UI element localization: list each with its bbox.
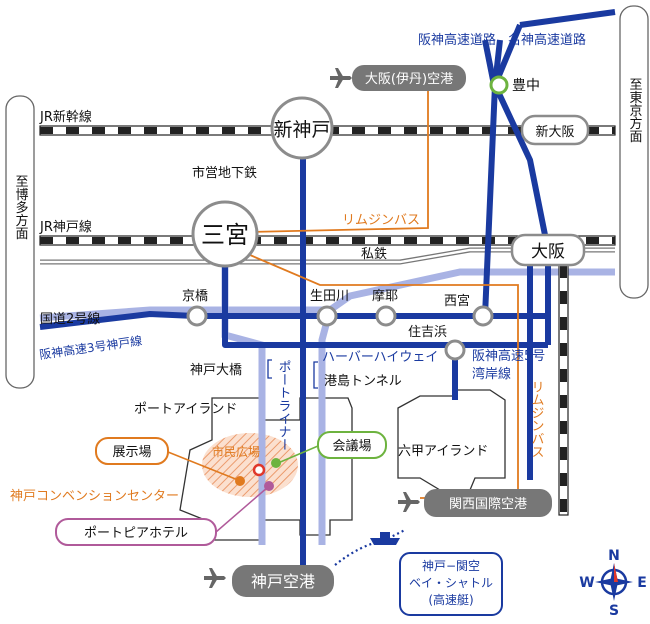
station-shin-kobe[interactable]: 新神戸 [270, 96, 334, 160]
bridge-brackets [267, 359, 318, 389]
station-toyonaka-label: 豊中 [512, 78, 540, 94]
to-hakata-box: 至博多方面 [5, 95, 35, 389]
airport-kobe[interactable]: 神戸空港 [232, 565, 334, 597]
compass-w: W [579, 575, 594, 591]
station-sumiyoshihama-label: 住吉浜 [408, 325, 447, 340]
hotel-callout[interactable]: ポートピアホテル [55, 481, 274, 546]
osaka-rail [558, 264, 569, 516]
station-nishinomiya-label: 西宮 [444, 293, 470, 309]
wangan-label: 湾岸線 [472, 366, 511, 382]
to-tokyo-label: 至東京方面 [627, 78, 643, 143]
station-maya-label: 摩耶 [372, 288, 398, 304]
station-shin-kobe-label: 新神戸 [273, 119, 330, 141]
station-sannomiya-label: 三宮 [201, 221, 249, 249]
station-osaka-label: 大阪 [531, 242, 565, 262]
compass-e: E [637, 575, 647, 591]
private-railway-label: 私鉄 [361, 247, 387, 262]
station-sannomiya[interactable]: 三宮 [191, 200, 259, 268]
airport-kansai[interactable]: 関西国際空港 [424, 489, 552, 517]
hanshin3-label: 阪神高速3号神戸線 [38, 333, 143, 362]
hanshin5-label: 阪神高速5号 [472, 348, 545, 364]
conference-callout[interactable]: 会議場 [271, 431, 387, 468]
ship-icon [370, 532, 400, 545]
bay-shuttle-line3: (高速艇) [428, 592, 473, 607]
kobe-ohashi-label: 神戸大橋 [190, 363, 242, 378]
port-island-label: ポートアイランド [134, 402, 237, 417]
hanshin-expressway-label: 阪神高速道路 [418, 32, 496, 48]
civic-plaza-label: 市民広場 [212, 444, 260, 459]
hotel-label: ポートピアホテル [84, 526, 188, 541]
bay-shuttle-line2: ベイ・シャトル [409, 576, 493, 590]
minatojima-tunnel-label: 港島トンネル [324, 374, 402, 389]
bay-shuttle-route [334, 529, 406, 566]
station-nodes [186, 305, 494, 361]
jr-shinkansen-label: JR新幹線 [39, 109, 92, 125]
station-shin-osaka-label: 新大阪 [535, 124, 574, 140]
convention-center-label: 神戸コンベンションセンター [10, 489, 179, 504]
port-liner-label: ポートライナー [276, 360, 291, 451]
exhibition-callout[interactable]: 展示場 [95, 437, 245, 486]
civic-plaza-marker [252, 463, 266, 477]
harbor-highway-label: ハーバーハイウェイ [322, 350, 438, 365]
rokko-island-label: 六甲アイランド [398, 444, 488, 459]
limousine-bus-vertical-label: リムジンバス [529, 380, 545, 458]
airport-kansai-label: 関西国際空港 [449, 497, 527, 512]
to-tokyo-box: 至東京方面 [619, 5, 649, 299]
station-shin-osaka[interactable]: 新大阪 [520, 114, 590, 146]
bay-shuttle-line1: 神戸−関空 [422, 559, 480, 573]
conference-label: 会議場 [332, 439, 371, 454]
civic-plaza-area [202, 433, 298, 497]
limousine-bus-label: リムジンバス [342, 213, 420, 228]
subway-label: 市営地下鉄 [192, 165, 257, 181]
station-osaka[interactable]: 大阪 [510, 233, 586, 267]
compass-s: S [609, 603, 619, 619]
to-hakata-label: 至博多方面 [13, 175, 29, 240]
route2-label: 国道2号線 [40, 311, 100, 327]
airport-kobe-label: 神戸空港 [251, 572, 315, 591]
compass-rose-icon: N S E W [579, 548, 647, 619]
compass-n: N [608, 548, 620, 564]
meishin-expressway-label: 名神高速道路 [508, 32, 586, 48]
jr-kobe-line-label: JR神戸線 [39, 219, 92, 235]
airplane-icon [204, 68, 420, 588]
rokko-island-outline [397, 389, 506, 491]
station-toyonaka-node[interactable] [489, 75, 509, 95]
station-ikutagawa-label: 生田川 [310, 289, 349, 304]
dark-highways [39, 9, 616, 580]
exhibition-label: 展示場 [112, 445, 151, 460]
station-kyobashi-label: 京橋 [182, 289, 208, 304]
airport-itami[interactable]: 大阪(伊丹)空港 [352, 65, 466, 91]
airport-itami-label: 大阪(伊丹)空港 [365, 72, 453, 87]
bay-shuttle-box[interactable]: 神戸−関空 ベイ・シャトル (高速艇) [399, 552, 503, 616]
